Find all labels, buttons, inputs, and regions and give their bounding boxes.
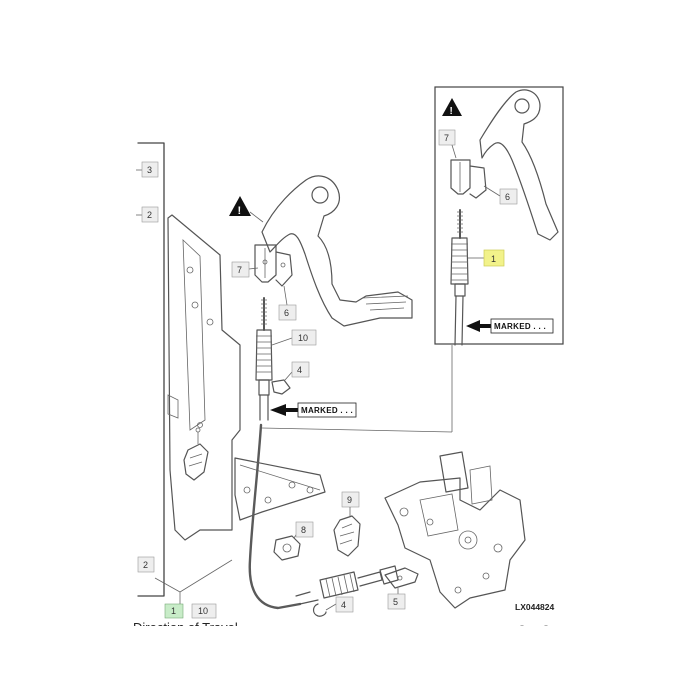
svg-text:10: 10 (198, 606, 208, 616)
svg-text:9: 9 (347, 495, 352, 505)
spring-clip-frame (183, 427, 209, 481)
callout-8: 8 (293, 521, 314, 539)
inset-marked-label: MARKED . . . (466, 318, 554, 334)
brake-pedal-lever (261, 175, 413, 327)
callout-2-top: 2 (136, 206, 159, 223)
svg-text:7: 7 (237, 265, 242, 275)
svg-text:2: 2 (143, 560, 148, 570)
svg-text:3: 3 (147, 165, 152, 175)
callout-10-bottom: 10 (191, 603, 217, 619)
frame-plate (167, 214, 241, 541)
svg-text:!: ! (238, 205, 242, 217)
spring-clip-part-9 (333, 515, 361, 557)
bottom-pointer (154, 559, 233, 604)
arrow-left-icon (270, 404, 298, 416)
svg-text:1: 1 (491, 254, 496, 264)
pivot-bracket-assembly (384, 451, 526, 609)
inset-callout-1: 1 (468, 249, 505, 267)
grommet-part-8 (273, 535, 301, 561)
marked-label-main: MARKED . . . (270, 402, 357, 418)
callout-10: 10 (271, 329, 317, 346)
callout-4-bottom: 4 (325, 596, 354, 613)
inset-callout-6: 6 (483, 185, 518, 205)
svg-text:6: 6 (505, 192, 510, 202)
svg-text:8: 8 (301, 525, 306, 535)
svg-text:7: 7 (444, 133, 449, 143)
callout-1-bottom: 1 (164, 603, 184, 619)
caption-fragment: Direction of Travel (133, 620, 549, 635)
svg-text:4: 4 (297, 365, 302, 375)
clevis-main (254, 244, 277, 283)
svg-text:2: 2 (147, 210, 152, 220)
inset-arrow-left-icon (466, 320, 491, 332)
clip-part-5 (384, 567, 419, 589)
inset-detail-box: ! 7 6 1 MARKED . . . (434, 86, 564, 346)
callout-6: 6 (278, 285, 297, 321)
inset-warning-triangle-icon: ! (442, 98, 462, 117)
clip-main (275, 251, 293, 287)
svg-text:MARKED . . .: MARKED . . . (494, 322, 546, 331)
figure-id: LX044824 (515, 602, 554, 612)
left-bracket-frame (137, 142, 165, 597)
warning-triangle-icon: ! (229, 196, 264, 223)
svg-text:4: 4 (341, 600, 346, 610)
callout-7: 7 (231, 261, 259, 278)
svg-text:10: 10 (298, 333, 308, 343)
callout-4: 4 (284, 361, 310, 381)
callout-2-bottom: 2 (137, 556, 155, 573)
callout-5: 5 (387, 588, 406, 610)
svg-text:!: ! (450, 106, 453, 117)
inset-callout-7: 7 (438, 129, 457, 159)
gusset-plate (234, 457, 326, 521)
svg-text:5: 5 (393, 597, 398, 607)
snap-ring-part-4-bottom (312, 603, 327, 617)
svg-text:6: 6 (284, 308, 289, 318)
svg-text:1: 1 (171, 606, 176, 616)
retainer-part-4-top (271, 379, 291, 395)
callout-3: 3 (136, 161, 159, 178)
callout-9: 9 (341, 491, 360, 516)
inset-connection-line (261, 345, 453, 433)
cable-assembly-main (248, 297, 399, 610)
svg-text:MARKED . . .: MARKED . . . (301, 406, 353, 415)
svg-text:Direction of Travel: Direction of Travel (133, 620, 238, 635)
